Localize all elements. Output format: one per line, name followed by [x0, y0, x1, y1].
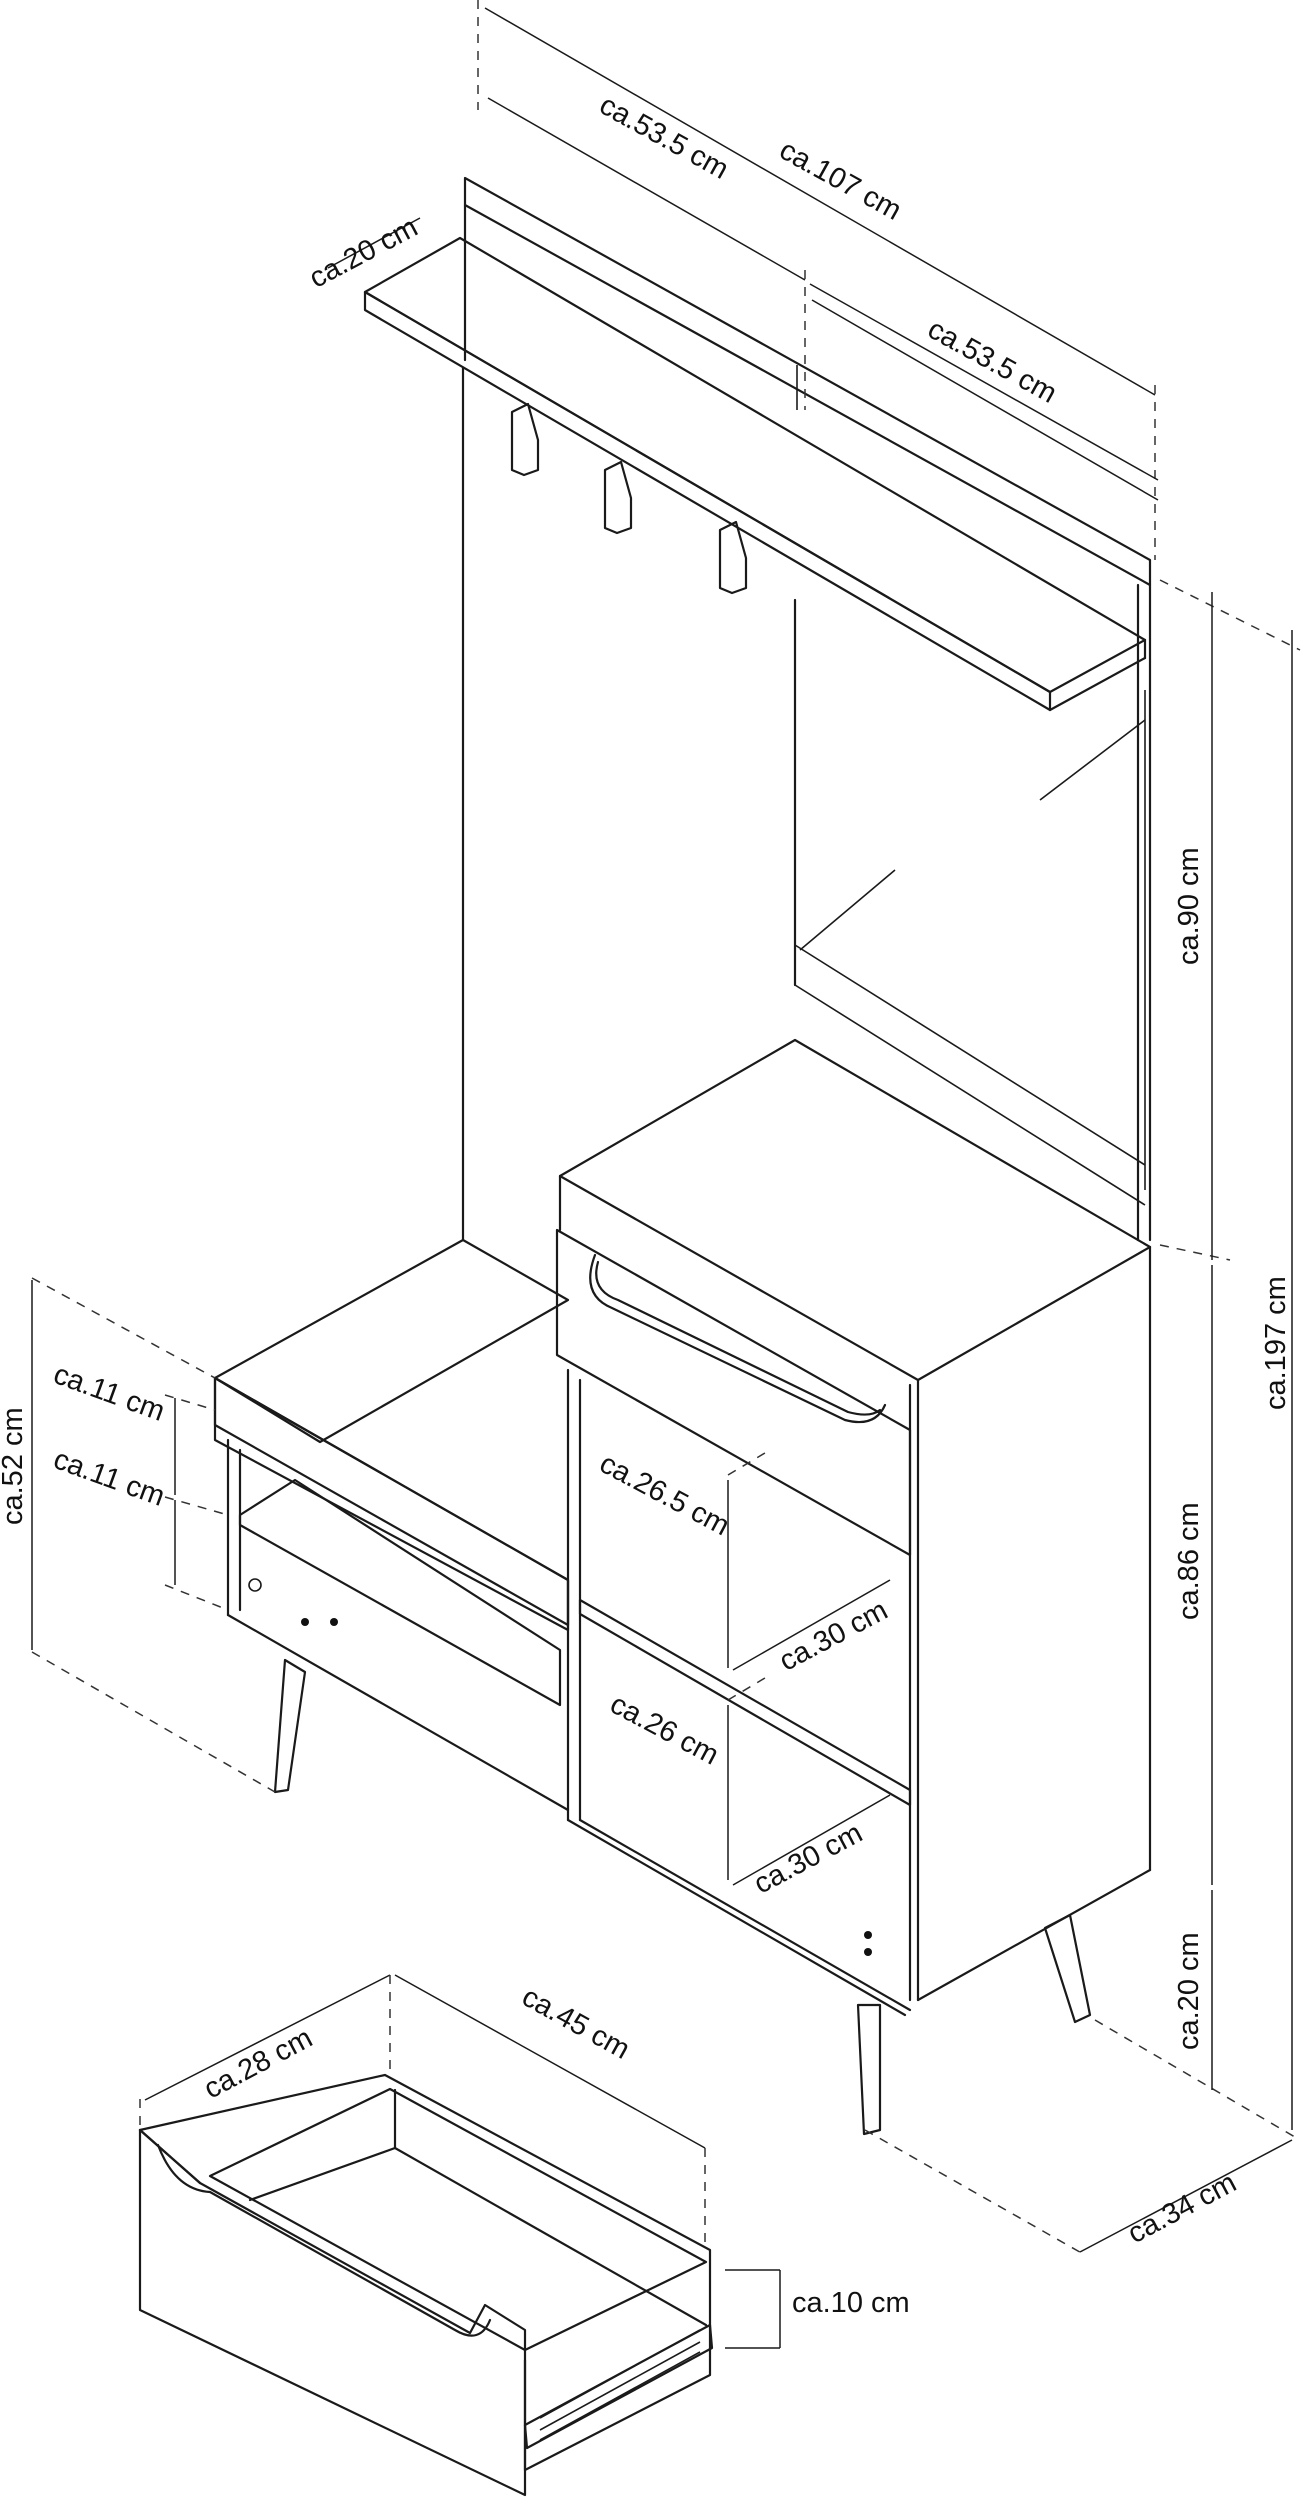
- label-upper-compartment-h: ca.26.5 cm: [594, 1447, 734, 1542]
- right-cabinet: [558, 1038, 1152, 2002]
- label-bench-upper: ca.11 cm: [49, 1358, 168, 1428]
- drawer-front: [555, 1228, 912, 1557]
- mirror-section: [461, 366, 1146, 1242]
- label-lower-compartment-w: ca.30 cm: [749, 1817, 868, 1900]
- label-drawer-height: ca.10 cm: [792, 2287, 910, 2319]
- label-bench-lower: ca.11 cm: [49, 1443, 168, 1513]
- label-bench-height: ca.52 cm: [0, 1407, 29, 1525]
- left-bench: [213, 1238, 570, 1812]
- label-cabinet-height: ca.86 cm: [1173, 1502, 1205, 1620]
- label-mirror-height: ca.90 cm: [1173, 847, 1205, 965]
- back-panel: [463, 176, 1152, 1242]
- dimension-lines: [31, 0, 1301, 2349]
- label-top-right-width: ca.53.5 cm: [922, 313, 1062, 410]
- top-shelf: [363, 236, 1147, 712]
- label-shelf-depth: ca.20 cm: [304, 211, 423, 294]
- coat-hooks: [510, 402, 748, 595]
- drawer-detail: [138, 2073, 714, 2497]
- label-total-height: ca.197 cm: [1260, 1276, 1292, 1410]
- label-leg-height: ca.20 cm: [1173, 1932, 1205, 2050]
- label-cabinet-depth: ca.34 cm: [1123, 2167, 1242, 2250]
- dimension-labels: ca.107 cm ca.53.5 cm ca.53.5 cm ca.20 cm…: [0, 89, 1292, 2319]
- legs: [273, 1658, 1092, 2136]
- label-lower-compartment-h: ca.26 cm: [605, 1688, 724, 1771]
